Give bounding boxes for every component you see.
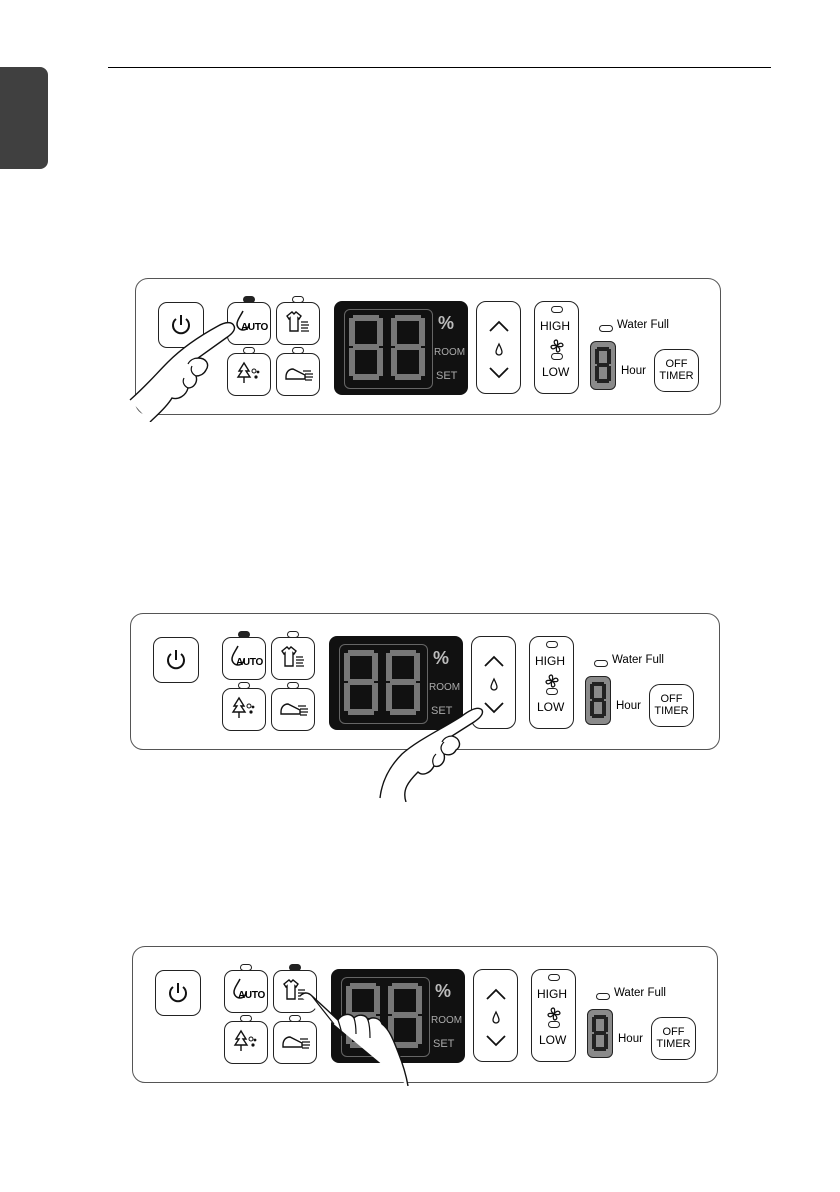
silent-indicator	[238, 682, 250, 689]
auto-mode-button[interactable]: AUTO	[222, 637, 266, 680]
hour-label: Hour	[618, 1033, 643, 1045]
fan-speed-button[interactable]: HIGH LOW	[529, 636, 574, 729]
tree-icon	[231, 1028, 261, 1056]
chapter-tab	[0, 67, 48, 169]
fan-speed-button[interactable]: HIGH LOW	[531, 969, 576, 1062]
pointing-hand-2	[378, 690, 493, 802]
tree-icon	[229, 695, 259, 723]
pointing-hand-1	[128, 312, 248, 422]
water-full-indicator	[594, 660, 608, 667]
power-icon	[163, 647, 189, 673]
fan-speed-button[interactable]: HIGH LOW	[534, 301, 579, 394]
hour-display	[587, 1009, 613, 1058]
auto-indicator	[240, 964, 252, 971]
water-full-indicator	[599, 325, 613, 332]
high-label: HIGH	[540, 319, 570, 333]
silent-indicator	[240, 1015, 252, 1022]
seven-segment-digits	[349, 315, 429, 381]
fan-icon	[544, 673, 560, 689]
laundry-indicator	[289, 964, 301, 971]
set-label: SET	[433, 1038, 454, 1050]
water-full-label: Water Full	[612, 654, 664, 666]
low-label: LOW	[539, 1033, 566, 1047]
power-icon	[165, 980, 191, 1006]
hour-digit	[592, 1015, 608, 1051]
low-label: LOW	[542, 365, 569, 379]
room-label: ROOM	[434, 347, 465, 358]
humidity-adjust-button[interactable]	[473, 969, 518, 1062]
high-label: HIGH	[535, 654, 565, 668]
water-full-label: Water Full	[617, 319, 669, 331]
percent-label: %	[433, 648, 449, 669]
shoe-dry-mode-button[interactable]	[276, 353, 320, 396]
hour-label: Hour	[616, 700, 641, 712]
hour-label: Hour	[621, 365, 646, 377]
header-rule	[108, 67, 771, 68]
off-timer-button[interactable]: OFF TIMER	[651, 1017, 696, 1060]
up-down-arrows-icon	[477, 302, 522, 395]
water-full-label: Water Full	[614, 987, 666, 999]
auto-indicator	[238, 631, 250, 638]
humidity-adjust-button[interactable]	[476, 301, 521, 394]
shoe-indicator	[292, 347, 304, 354]
control-panel-laundry: AUTO % ROOM SET HIGH LOW Water Full Hour	[132, 946, 718, 1083]
power-button[interactable]	[153, 637, 199, 683]
humidity-display: % ROOM SET	[334, 301, 468, 395]
room-label: ROOM	[431, 1015, 462, 1026]
shoe-indicator	[287, 682, 299, 689]
hour-digit	[590, 682, 606, 718]
power-button[interactable]	[155, 970, 201, 1016]
laundry-mode-button[interactable]	[276, 302, 320, 345]
off-timer-button[interactable]: OFF TIMER	[649, 684, 694, 727]
water-full-indicator	[596, 993, 610, 1000]
laundry-indicator	[287, 631, 299, 638]
hour-digit	[595, 347, 611, 383]
percent-label: %	[435, 981, 451, 1002]
hour-display	[590, 341, 616, 390]
low-label: LOW	[537, 700, 564, 714]
hour-display	[585, 676, 611, 725]
shirt-icon	[283, 309, 313, 337]
shoe-icon	[278, 695, 310, 723]
silent-mode-button[interactable]	[222, 688, 266, 731]
shoe-icon	[283, 360, 315, 388]
laundry-mode-button[interactable]	[271, 637, 315, 680]
fan-icon	[546, 1006, 562, 1022]
shoe-dry-mode-button[interactable]	[271, 688, 315, 731]
high-label: HIGH	[537, 987, 567, 1001]
laundry-indicator	[292, 296, 304, 303]
off-timer-button[interactable]: OFF TIMER	[654, 349, 699, 392]
auto-indicator	[243, 296, 255, 303]
percent-label: %	[438, 313, 454, 334]
up-down-arrows-icon	[474, 970, 519, 1063]
silent-mode-button[interactable]	[224, 1021, 268, 1064]
pointing-hand-3	[298, 990, 410, 1086]
shirt-icon	[278, 644, 308, 672]
auto-mode-button[interactable]: AUTO	[224, 970, 268, 1013]
set-label: SET	[436, 370, 457, 382]
fan-icon	[549, 338, 565, 354]
